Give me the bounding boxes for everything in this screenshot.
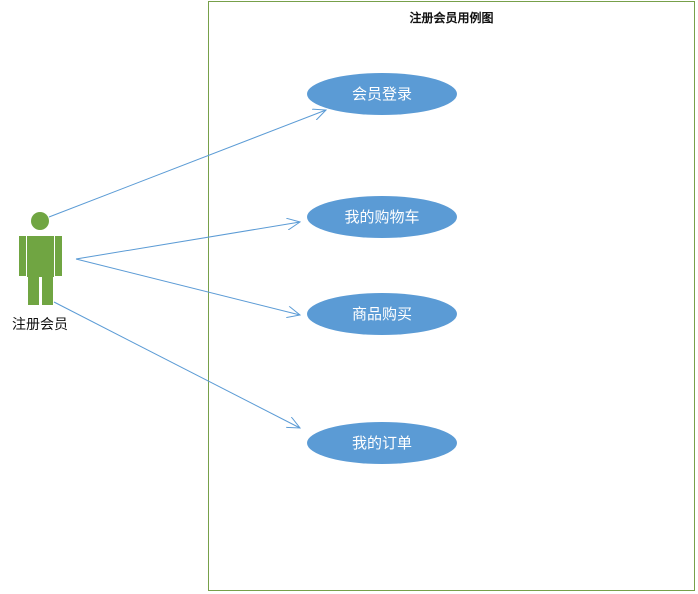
actor-right-arm: [55, 236, 62, 276]
association-line: [75, 222, 300, 260]
actor-right-leg: [42, 277, 53, 305]
association-line: [48, 110, 326, 218]
actor-head: [31, 212, 49, 230]
use-case-ellipse[interactable]: [307, 422, 457, 464]
use-case-orders-label[interactable]: 我的订单: [351, 434, 412, 452]
use-case-ellipse[interactable]: [307, 293, 457, 335]
association-line: [75, 258, 300, 315]
actor-left-leg: [28, 277, 39, 305]
actor-body: [27, 236, 54, 277]
use-case-cart-label[interactable]: 我的购物车: [344, 208, 420, 226]
association-line: [53, 301, 300, 428]
actor-figure: [19, 212, 62, 305]
system-boundary: [208, 1, 695, 591]
use-case-login-label[interactable]: 会员登录: [351, 85, 412, 103]
use-case-ellipse[interactable]: [307, 73, 457, 115]
system-title: 注册会员用例图: [409, 11, 494, 25]
actor-label: 注册会员: [12, 317, 68, 333]
use-case-purchase-label[interactable]: 商品购买: [351, 305, 412, 323]
actor-left-arm: [19, 236, 26, 276]
use-case-ellipse[interactable]: [307, 196, 457, 238]
